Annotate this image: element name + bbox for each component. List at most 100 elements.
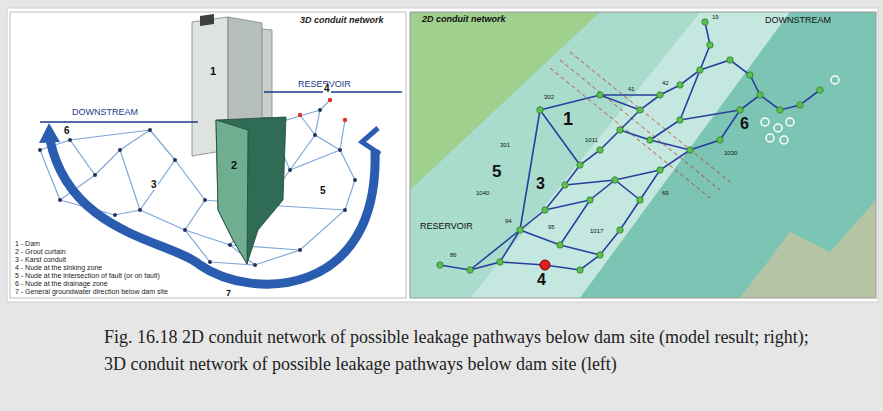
callout-number: 3 xyxy=(150,180,158,190)
conduit-node-dot xyxy=(118,148,122,152)
drainage-node-ring xyxy=(766,134,774,142)
node-number: 1030 xyxy=(724,150,737,156)
water-level-line xyxy=(40,92,402,122)
panel-2d-map xyxy=(410,12,876,298)
map-node-dot xyxy=(437,19,823,273)
panel-title: 2D conduit network xyxy=(422,15,506,24)
drainage-node-ring xyxy=(761,76,839,144)
conduit-node-dot xyxy=(298,248,302,252)
conduit-node-dot xyxy=(318,108,322,112)
drainage-node-ring xyxy=(831,76,839,84)
map-node-dot xyxy=(617,227,623,233)
conduit-node-dot xyxy=(58,198,62,202)
sinking-zone-dot xyxy=(343,118,347,122)
map-node-dot xyxy=(617,127,623,133)
legend-entry: 7 - General groundwater direction below … xyxy=(15,288,168,296)
callout-number: 6 xyxy=(64,126,70,136)
legend-entry: 5 - Nude at the intersection of fault (o… xyxy=(15,272,160,280)
conduit-node-dot xyxy=(228,243,232,247)
node-number: 94 xyxy=(505,218,512,224)
node-number: 95 xyxy=(548,224,555,230)
map-node-dot xyxy=(757,92,763,98)
sinking-zone-dot xyxy=(298,113,302,117)
conduit-node-dot xyxy=(183,228,187,232)
figure-frame xyxy=(7,8,878,302)
map-node-dot xyxy=(467,267,473,273)
panel-title: 3D conduit network xyxy=(300,16,384,25)
conduit-node-dot xyxy=(93,173,97,177)
map-node-dot xyxy=(707,42,713,48)
map-area-label: RESERVOIR xyxy=(420,222,473,231)
node-number: 1040 xyxy=(476,190,489,196)
grout-curtain xyxy=(216,120,248,264)
panel-2d-map xyxy=(740,200,876,298)
node-number: 41 xyxy=(628,86,635,92)
conduit-node-dot xyxy=(253,263,257,267)
map-node-dot xyxy=(597,92,603,98)
legend-entry: 4 - Nude at the sinking zone xyxy=(15,264,102,272)
node-number: 301 xyxy=(500,142,510,148)
conduit-node-dot xyxy=(113,213,117,217)
conduit-node-dot xyxy=(173,158,177,162)
sinking-zone-dot xyxy=(298,98,347,122)
drainage-node-ring xyxy=(780,136,788,144)
map-node-dot xyxy=(737,107,743,113)
conduit-node-dot xyxy=(343,208,347,212)
sinking-node-red xyxy=(540,260,550,270)
grout-curtain xyxy=(216,117,286,264)
water-level-line xyxy=(264,91,402,93)
map-node-dot xyxy=(687,147,693,153)
map-node-dot xyxy=(577,162,583,168)
panel-3d xyxy=(10,12,406,298)
map-node-dot xyxy=(727,57,733,63)
groundwater-arrow xyxy=(39,123,60,143)
map-node-dot xyxy=(677,117,683,123)
map-node-dot xyxy=(797,102,803,108)
conduit-node-dot xyxy=(38,148,42,152)
conduit-node-dot xyxy=(203,198,207,202)
groundwater-arrow xyxy=(50,140,375,284)
sinking-node-red xyxy=(540,260,550,270)
grout-zone-hatch xyxy=(550,52,730,198)
map-node-dot xyxy=(697,67,703,73)
map-node-dot xyxy=(587,197,593,203)
map-area-label: DOWNSTREAM xyxy=(765,16,831,25)
conduit-node-dot xyxy=(138,208,142,212)
map-node-dot xyxy=(542,207,548,213)
map-node-dot xyxy=(702,19,708,25)
drainage-node-ring xyxy=(786,118,794,126)
figure-caption: Fig. 16.18 2D conduit network of possibl… xyxy=(104,324,834,378)
map-node-dot xyxy=(437,262,443,268)
callout-number: 4 xyxy=(537,272,546,288)
conduit-node-dot xyxy=(288,168,292,172)
conduit-network-2d xyxy=(440,22,820,270)
node-number: 302 xyxy=(544,94,554,100)
callout-number: 1 xyxy=(210,66,216,77)
water-level-label: DOWNSTREAM xyxy=(72,108,138,117)
node-number: 86 xyxy=(450,252,457,258)
legend-entry: 1 - Dam xyxy=(15,240,40,248)
map-node-dot xyxy=(817,87,823,93)
sinking-zone-dot xyxy=(328,98,332,102)
map-node-dot xyxy=(597,252,603,258)
callout-number: 4 xyxy=(323,84,331,94)
dam-body xyxy=(200,14,214,26)
callout-number: 3 xyxy=(536,176,545,192)
map-node-dot xyxy=(717,137,723,143)
map-node-dot xyxy=(637,107,643,113)
conduit-node-dot xyxy=(148,128,152,132)
grout-zone-hatch xyxy=(570,52,730,182)
drainage-node-ring xyxy=(761,118,769,126)
drainage-node-ring xyxy=(774,124,782,132)
panel-2d-map xyxy=(410,12,876,298)
groundwater-arrow xyxy=(362,128,380,154)
map-node-dot xyxy=(637,197,643,203)
map-node-dot xyxy=(497,259,503,265)
panel-3d xyxy=(10,12,406,298)
callout-number: 6 xyxy=(740,116,749,132)
groundwater-arrow xyxy=(39,123,380,284)
map-node-dot xyxy=(747,72,753,78)
conduit-node-dot xyxy=(353,178,357,182)
